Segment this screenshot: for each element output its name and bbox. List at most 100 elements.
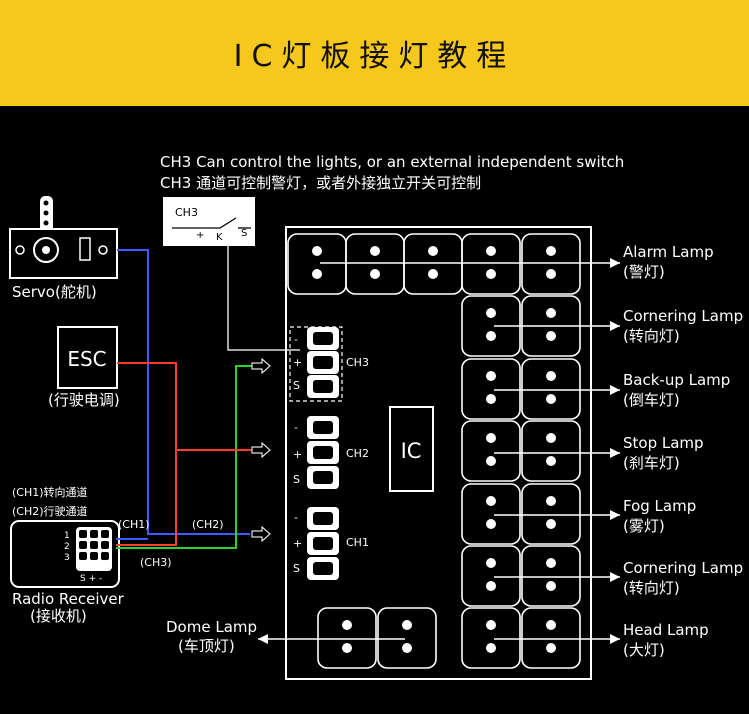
- lamp-pad-r1-a-dot-2: [486, 331, 496, 341]
- servo: Servo(舵机): [9, 196, 118, 301]
- ch2-name: CH2: [346, 447, 369, 460]
- arrow-ch1: [251, 525, 271, 543]
- wire-label-ch3: (CH3): [140, 556, 172, 569]
- arrow-head-head: [610, 634, 620, 644]
- lamp-cornering-cn: (转向灯): [623, 327, 680, 345]
- lamp-pad-r6-a-dot-2: [486, 643, 496, 653]
- alarm-pad-2-dot-2: [370, 269, 380, 279]
- receiver-label-cn: (接收机): [30, 607, 87, 625]
- alarm-pad-2: [345, 233, 405, 295]
- lamp-pad-r4-a-dot-1: [486, 496, 496, 506]
- ch2-minus: -: [294, 421, 298, 434]
- wire-label-ch2: (CH2): [192, 518, 224, 531]
- ch3-switch: CH3 + K S: [163, 197, 255, 246]
- lamp-pad-r6-b: [521, 607, 581, 669]
- arrow-ch3: [251, 357, 271, 375]
- ch1-wire-blue: [117, 249, 250, 535]
- lamp-pad-r4-b: [521, 483, 581, 545]
- lamp-alarm-en: Alarm Lamp: [623, 243, 714, 261]
- lamp-dome-cn: (车顶灯): [178, 637, 235, 655]
- dome-pad-b: [377, 607, 437, 669]
- lamp-dome-en: Dome Lamp: [166, 618, 257, 636]
- lamp-pad-r3-a: [461, 420, 521, 482]
- ch1-minus: -: [294, 511, 298, 524]
- lamp-head-cn: (大灯): [623, 641, 665, 659]
- receiver-row-3: 3: [64, 553, 70, 563]
- ch3-minus: -: [294, 333, 298, 346]
- switch-k-label: K: [216, 232, 223, 243]
- lamp-fog-cn: (雾灯): [623, 517, 665, 535]
- alarm-pad-3-dot-1: [428, 246, 438, 256]
- dome-pad-a-dot-2: [342, 643, 352, 653]
- esc-caption: (行驶电调): [48, 391, 120, 409]
- alarm-pad-1: [287, 233, 347, 295]
- lamp-stop-en: Stop Lamp: [623, 434, 704, 452]
- led-pads: [287, 233, 581, 669]
- lamp-cornering-en: Cornering Lamp: [623, 307, 743, 325]
- arrow-cornering2-head: [610, 572, 620, 582]
- radio-receiver: (CH1)转向通道 (CH2)行驶通道 1 2 3 S + - Radio Re…: [10, 485, 125, 625]
- lamp-pad-r1-b-dot-1: [546, 308, 556, 318]
- esc: ESC (行驶电调): [48, 326, 120, 409]
- ch3-note-en: CH3 Can control the lights, or an extern…: [160, 153, 624, 171]
- lamp-pad-r4-a: [461, 483, 521, 545]
- lamp-pad-r3-a-dot-2: [486, 456, 496, 466]
- lamp-pad-r6-a: [461, 607, 521, 669]
- lamp-pad-r5-b: [521, 545, 581, 607]
- dome-pad-b-dot-1: [402, 620, 412, 630]
- ch1-name: CH1: [346, 536, 369, 549]
- lamp-pad-r5-b-dot-2: [546, 581, 556, 591]
- ic-chip: [389, 406, 434, 492]
- receiver-pins: [79, 530, 109, 560]
- ch1-s: S: [293, 562, 300, 575]
- receiver-ch2-note: (CH2)行驶通道: [12, 504, 88, 518]
- lamp-pad-r6-b-dot-1: [546, 620, 556, 630]
- lamp-pad-r2-b-dot-1: [546, 371, 556, 381]
- alarm-pad-4-dot-2: [486, 269, 496, 279]
- ch3-s: S: [293, 379, 300, 392]
- lamp-pad-r1-b-dot-2: [546, 331, 556, 341]
- lamp-pad-r5-b-dot-1: [546, 558, 556, 568]
- page-title: IC灯板接灯教程: [233, 39, 516, 74]
- lamp-fog-en: Fog Lamp: [623, 497, 696, 515]
- lamp-pad-r2-b-dot-2: [546, 394, 556, 404]
- lamp-stop-cn: (刹车灯): [623, 454, 680, 472]
- dome-pad-b-dot-2: [402, 643, 412, 653]
- lamp-alarm-cn: (警灯): [623, 263, 665, 281]
- alarm-pad-5-dot-1: [546, 246, 556, 256]
- switch-s-label: S: [241, 228, 247, 239]
- wire-label-ch1: (CH1): [118, 518, 150, 531]
- lamp-pad-r3-b-dot-1: [546, 433, 556, 443]
- alarm-pad-1-dot-2: [312, 269, 322, 279]
- lamp-pad-r6-a-dot-1: [486, 620, 496, 630]
- arrow-stop-head: [610, 448, 620, 458]
- lamp-backup-en: Back-up Lamp: [623, 371, 730, 389]
- alarm-pad-1-dot-1: [312, 246, 322, 256]
- lamp-pad-r3-b: [521, 420, 581, 482]
- arrow-fog-head: [610, 510, 620, 520]
- lamp-pad-r3-a-dot-1: [486, 433, 496, 443]
- lamp-pad-r2-a-dot-1: [486, 371, 496, 381]
- lamp-cornering2-en: Cornering Lamp: [623, 559, 743, 577]
- lamp-labels: Alarm Lamp (警灯) Cornering Lamp (转向灯) Bac…: [166, 243, 743, 659]
- arrow-dome-head: [258, 634, 268, 644]
- lamp-pad-r6-b-dot-2: [546, 643, 556, 653]
- lamp-pad-r2-a: [461, 358, 521, 420]
- ch2-plus: +: [293, 448, 302, 461]
- arrow-alarm-head: [610, 258, 620, 268]
- receiver-row-1: 1: [64, 531, 70, 541]
- ch3-note-cn: CH3 通道可控制警灯，或者外接独立开关可控制: [160, 174, 481, 192]
- lamp-pad-r4-b-dot-1: [546, 496, 556, 506]
- alarm-pad-5: [521, 233, 581, 295]
- switch-plus-label: +: [196, 230, 204, 241]
- switch-ch3-label: CH3: [175, 206, 198, 219]
- esc-label: ESC: [67, 347, 106, 371]
- ch3-wire-green: [116, 365, 252, 549]
- alarm-pad-4-dot-1: [486, 246, 496, 256]
- lamp-arrows: [258, 258, 620, 644]
- lamp-pad-r4-a-dot-2: [486, 519, 496, 529]
- dome-pad-a: [317, 607, 377, 669]
- lamp-pad-r5-a: [461, 545, 521, 607]
- ic-label: IC: [401, 439, 422, 463]
